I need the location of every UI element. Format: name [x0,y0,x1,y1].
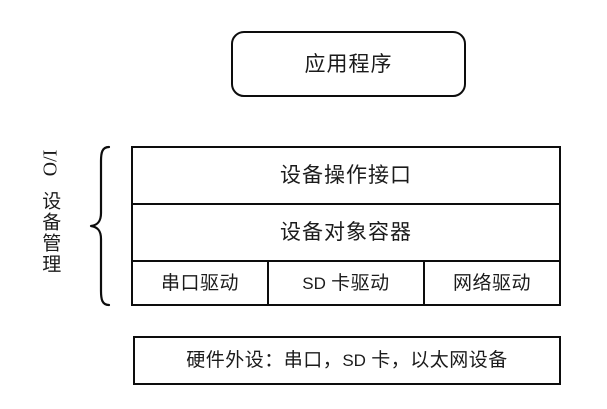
table-row-drivers: 串口驱动 SD 卡驱动 网络驱动 [133,262,559,304]
table-row-device-object-container: 设备对象容器 [133,205,559,262]
sd-card-driver-label: SD 卡驱动 [302,274,389,293]
hardware-peripherals-latin: SD [342,351,366,370]
driver-cell-sd-card: SD 卡驱动 [269,262,425,304]
curly-brace-icon [89,145,111,307]
driver-cell-network: 网络驱动 [425,262,559,304]
hardware-peripherals-label: 硬件外设：串口，SD 卡，以太网设备 [186,351,507,370]
io-stack-table: 设备操作接口 设备对象容器 串口驱动 SD 卡驱动 网络驱动 [131,146,561,306]
application-program-box: 应用程序 [231,31,466,97]
hardware-peripherals-box: 硬件外设：串口，SD 卡，以太网设备 [133,336,561,385]
application-program-label: 应用程序 [304,51,393,76]
io-device-management-group-label: I/O 设备管理 [32,138,66,304]
group-label-cjk-text: 设备管理 [39,191,61,275]
driver-cell-serial-port: 串口驱动 [133,262,269,304]
sd-card-driver-cjk: 卡驱动 [331,272,390,294]
group-label-latin-text: I/O [37,149,60,177]
network-driver-label: 网络驱动 [452,272,531,294]
hardware-peripherals-prefix: 硬件外设：串口， [186,350,343,371]
sd-card-driver-latin: SD [302,273,326,293]
device-object-container-label: 设备对象容器 [280,220,412,244]
device-operation-interface-label: 设备操作接口 [280,163,412,187]
table-row-device-operation-interface: 设备操作接口 [133,148,559,205]
group-brace [88,145,112,307]
serial-port-driver-label: 串口驱动 [160,272,239,294]
hardware-peripherals-suffix: 卡，以太网设备 [371,350,508,371]
